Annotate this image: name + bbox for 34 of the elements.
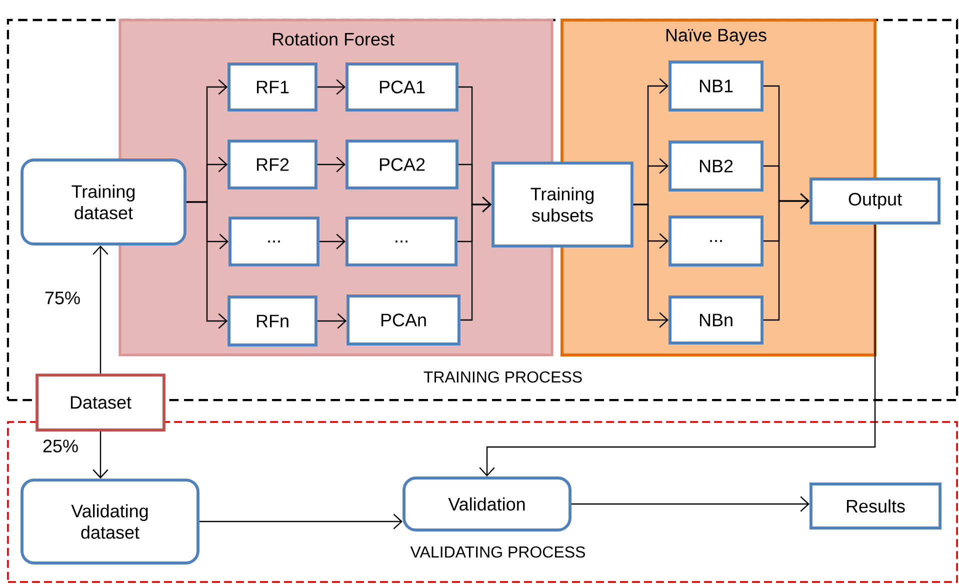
process-box: Training subsets xyxy=(492,162,634,248)
arrow xyxy=(319,234,346,250)
process-box: ... xyxy=(346,216,458,266)
arrow xyxy=(199,514,403,530)
process-box: PCAn xyxy=(346,294,460,346)
process-box: ... xyxy=(228,216,320,266)
process-box: PCA2 xyxy=(346,140,458,190)
arrow xyxy=(92,245,108,374)
process-box: NBn xyxy=(668,296,764,344)
arrow xyxy=(186,201,228,329)
process-box: RFn xyxy=(228,296,318,346)
arrow xyxy=(460,196,492,321)
arrow xyxy=(763,193,810,321)
arrow xyxy=(571,496,810,512)
arrow xyxy=(479,224,876,477)
process-box: Dataset xyxy=(36,374,166,432)
process-box: NB2 xyxy=(668,140,764,192)
process-box: NB1 xyxy=(668,60,764,112)
arrow xyxy=(317,79,346,95)
edge-label: 75% xyxy=(45,292,80,304)
process-box: PCA1 xyxy=(346,62,458,112)
arrow xyxy=(633,204,669,328)
process-box: ... xyxy=(668,216,764,266)
arrow xyxy=(317,156,346,172)
rounded-box: Training dataset xyxy=(20,158,186,246)
arrow xyxy=(317,313,347,329)
process-box: RF2 xyxy=(228,140,318,190)
rounded-box: Validation xyxy=(402,476,572,532)
edge-label: 25% xyxy=(43,440,78,452)
arrow xyxy=(92,431,108,479)
process-box: Results xyxy=(810,482,942,530)
process-box: Output xyxy=(810,178,940,224)
process-box: RF1 xyxy=(228,62,318,112)
rounded-box: Validating dataset xyxy=(20,478,200,564)
